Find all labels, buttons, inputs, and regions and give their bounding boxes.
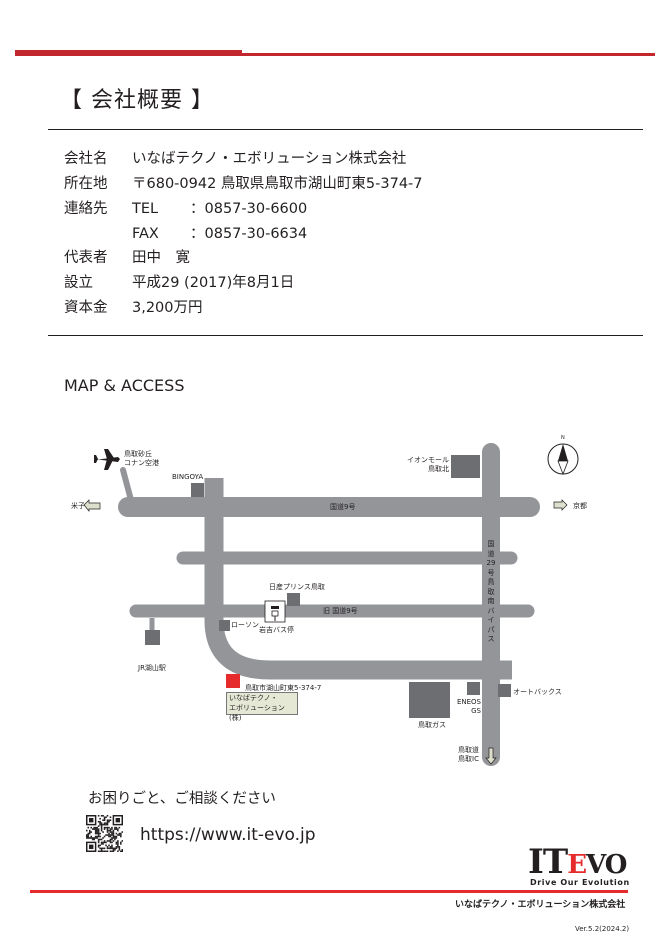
value: 〒680-0942 鳥取県鳥取市湖山町東5-374-7: [132, 176, 423, 192]
label: 所在地: [64, 176, 108, 192]
header-red-bar: [15, 50, 242, 56]
divider: [48, 335, 643, 336]
nissan-building: [287, 593, 300, 606]
jr-station-label: JR湖山駅: [138, 664, 166, 672]
address-label: 鳥取市湖山町東5-374-7: [245, 684, 322, 692]
page-title: 【 会社概要 】: [60, 88, 214, 113]
aeon-label: イオンモール鳥取北: [407, 456, 449, 473]
jr-station-building: [145, 630, 160, 645]
qr-code-icon[interactable]: [86, 815, 123, 852]
route29-char: 南: [487, 597, 495, 605]
local-road: [204, 478, 512, 680]
autobacs-building: [498, 684, 511, 697]
route29-char: バ: [487, 606, 495, 615]
tel-value: ：0857-30-6600: [190, 201, 308, 217]
airport-label: 鳥取砂丘コナン空港: [124, 450, 159, 467]
sub-label: FAX: [132, 226, 159, 242]
aeon-building: [451, 455, 480, 478]
lawson-building: [219, 620, 230, 631]
header-red-line: [242, 53, 655, 56]
value: 平成29 (2017)年8月1日: [132, 275, 295, 291]
bingoya-building: [191, 483, 204, 497]
route29-char: イ: [487, 616, 495, 624]
old-route9-label: 旧 国道9号: [323, 607, 358, 615]
fax-value: ：0857-30-6634: [190, 226, 308, 242]
office-marker: [226, 674, 240, 688]
route29-char: 29: [486, 559, 496, 567]
bingoya-label: BINGOYA: [172, 473, 204, 481]
footer-red-line: [30, 890, 628, 893]
label: 設立: [64, 275, 93, 291]
company-map-label: いなばテクノ・エボリューション(株): [226, 692, 298, 722]
tottori-ic-label: 鳥取道鳥取IC: [458, 746, 479, 763]
airport-road: [120, 467, 134, 503]
bus-stop-icon: [264, 600, 286, 623]
route29-char: 取: [487, 587, 495, 596]
label: 会社名: [64, 151, 108, 167]
route29-char: ス: [487, 635, 495, 643]
logo-tagline: Drive Our Evolution: [530, 878, 630, 887]
route29-char: パ: [487, 625, 495, 634]
help-text: お困りごと、ご相談ください: [88, 791, 276, 807]
tottori-gas-label: 鳥取ガス: [418, 721, 446, 729]
company-logo: ITEVO: [528, 842, 627, 882]
bus-stop-label: 岩吉バス停: [259, 626, 294, 634]
eneos-building: [467, 682, 480, 695]
arrow-left-icon: [83, 499, 101, 512]
route29-char: 国: [487, 540, 495, 548]
value: いなばテクノ・エボリューション株式会社: [132, 151, 407, 167]
arrow-right-icon: [553, 499, 568, 511]
footer-company-name: いなばテクノ・エボリューション株式会社: [455, 900, 626, 910]
route29-char: 道: [487, 549, 495, 558]
sub-label: TEL: [132, 201, 159, 217]
route9-label: 国道9号: [330, 503, 356, 511]
yonago-label: 米子: [71, 502, 85, 510]
compass-north-label: N: [561, 435, 565, 441]
website-link[interactable]: https://www.it-evo.jp: [140, 825, 316, 845]
nissan-label: 日産プリンス鳥取: [269, 583, 325, 591]
value: 3,200万円: [132, 300, 203, 316]
compass-icon: [547, 443, 579, 476]
label: 代表者: [64, 250, 108, 266]
value: 田中 寛: [132, 250, 190, 266]
route29-char: 鳥: [487, 578, 495, 586]
lawson-label: ローソン: [231, 621, 259, 629]
arrow-down-icon: [485, 747, 497, 765]
version-label: Ver.5.2(2024.2): [575, 925, 630, 933]
tottori-gas-building: [409, 682, 450, 718]
airplane-icon: [94, 449, 120, 470]
divider: [48, 129, 643, 130]
label: 資本金: [64, 300, 108, 316]
label: 連絡先: [64, 201, 108, 217]
autobacs-label: オートバックス: [513, 688, 562, 696]
section-title-map: MAP & ACCESS: [64, 376, 185, 395]
road-layer: [83, 443, 579, 766]
route29-char: 号: [487, 568, 495, 577]
kyoto-label: 京都: [573, 502, 587, 510]
